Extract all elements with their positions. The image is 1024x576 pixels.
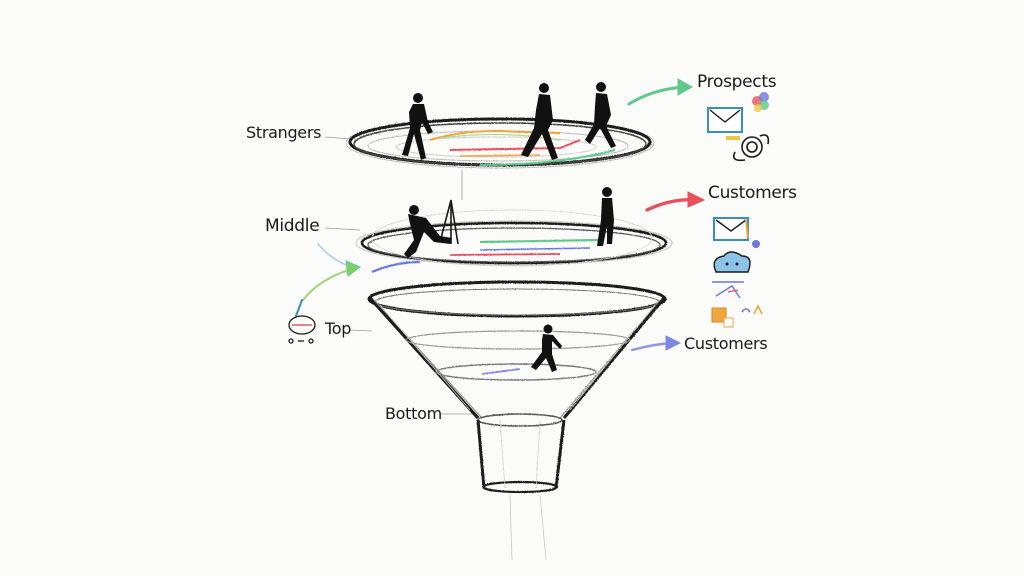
middle-green-arrow-icon xyxy=(301,260,361,302)
chart-icon xyxy=(712,281,744,299)
envelope-monitor-icon xyxy=(713,217,760,248)
envelope-monitor-icon xyxy=(707,107,743,140)
person-silhouette-icon xyxy=(404,205,452,258)
tripod-icon xyxy=(439,199,459,245)
outcome-arrows xyxy=(295,78,706,352)
outcome-label-prospects: Prospects xyxy=(697,72,777,92)
walking-figures xyxy=(402,82,616,372)
stage-label-top: Top xyxy=(325,319,352,338)
person-silhouette-icon xyxy=(585,82,616,148)
person-silhouette-icon xyxy=(531,324,562,372)
outcome-label-customers: Customers xyxy=(708,183,797,203)
camera-icon xyxy=(732,134,770,162)
prospects-arrow-icon xyxy=(627,78,694,106)
colorful-globe-icon xyxy=(752,92,769,112)
stage-label-strangers: Strangers xyxy=(246,123,322,142)
funnel-cone xyxy=(367,280,667,494)
person-silhouette-icon xyxy=(597,187,614,246)
customers-icons xyxy=(711,217,763,328)
stage-label-bottom: Bottom xyxy=(385,404,442,423)
strangers-ring xyxy=(345,117,655,169)
small-app-icons xyxy=(711,304,763,328)
customers-arrow-red-icon xyxy=(645,191,706,212)
stage-label-middle: Middle xyxy=(265,216,320,236)
brain-head-icon xyxy=(288,315,316,344)
leader-lines xyxy=(324,136,547,561)
person-silhouette-icon xyxy=(402,93,433,160)
middle-ring xyxy=(355,209,673,274)
person-silhouette-icon xyxy=(521,83,558,160)
cloud-face-icon xyxy=(713,251,751,273)
customers-arrow-blue-icon xyxy=(630,335,682,352)
outcome-label-customers-bottom: Customers xyxy=(684,334,768,353)
prospects-icons xyxy=(707,92,770,162)
